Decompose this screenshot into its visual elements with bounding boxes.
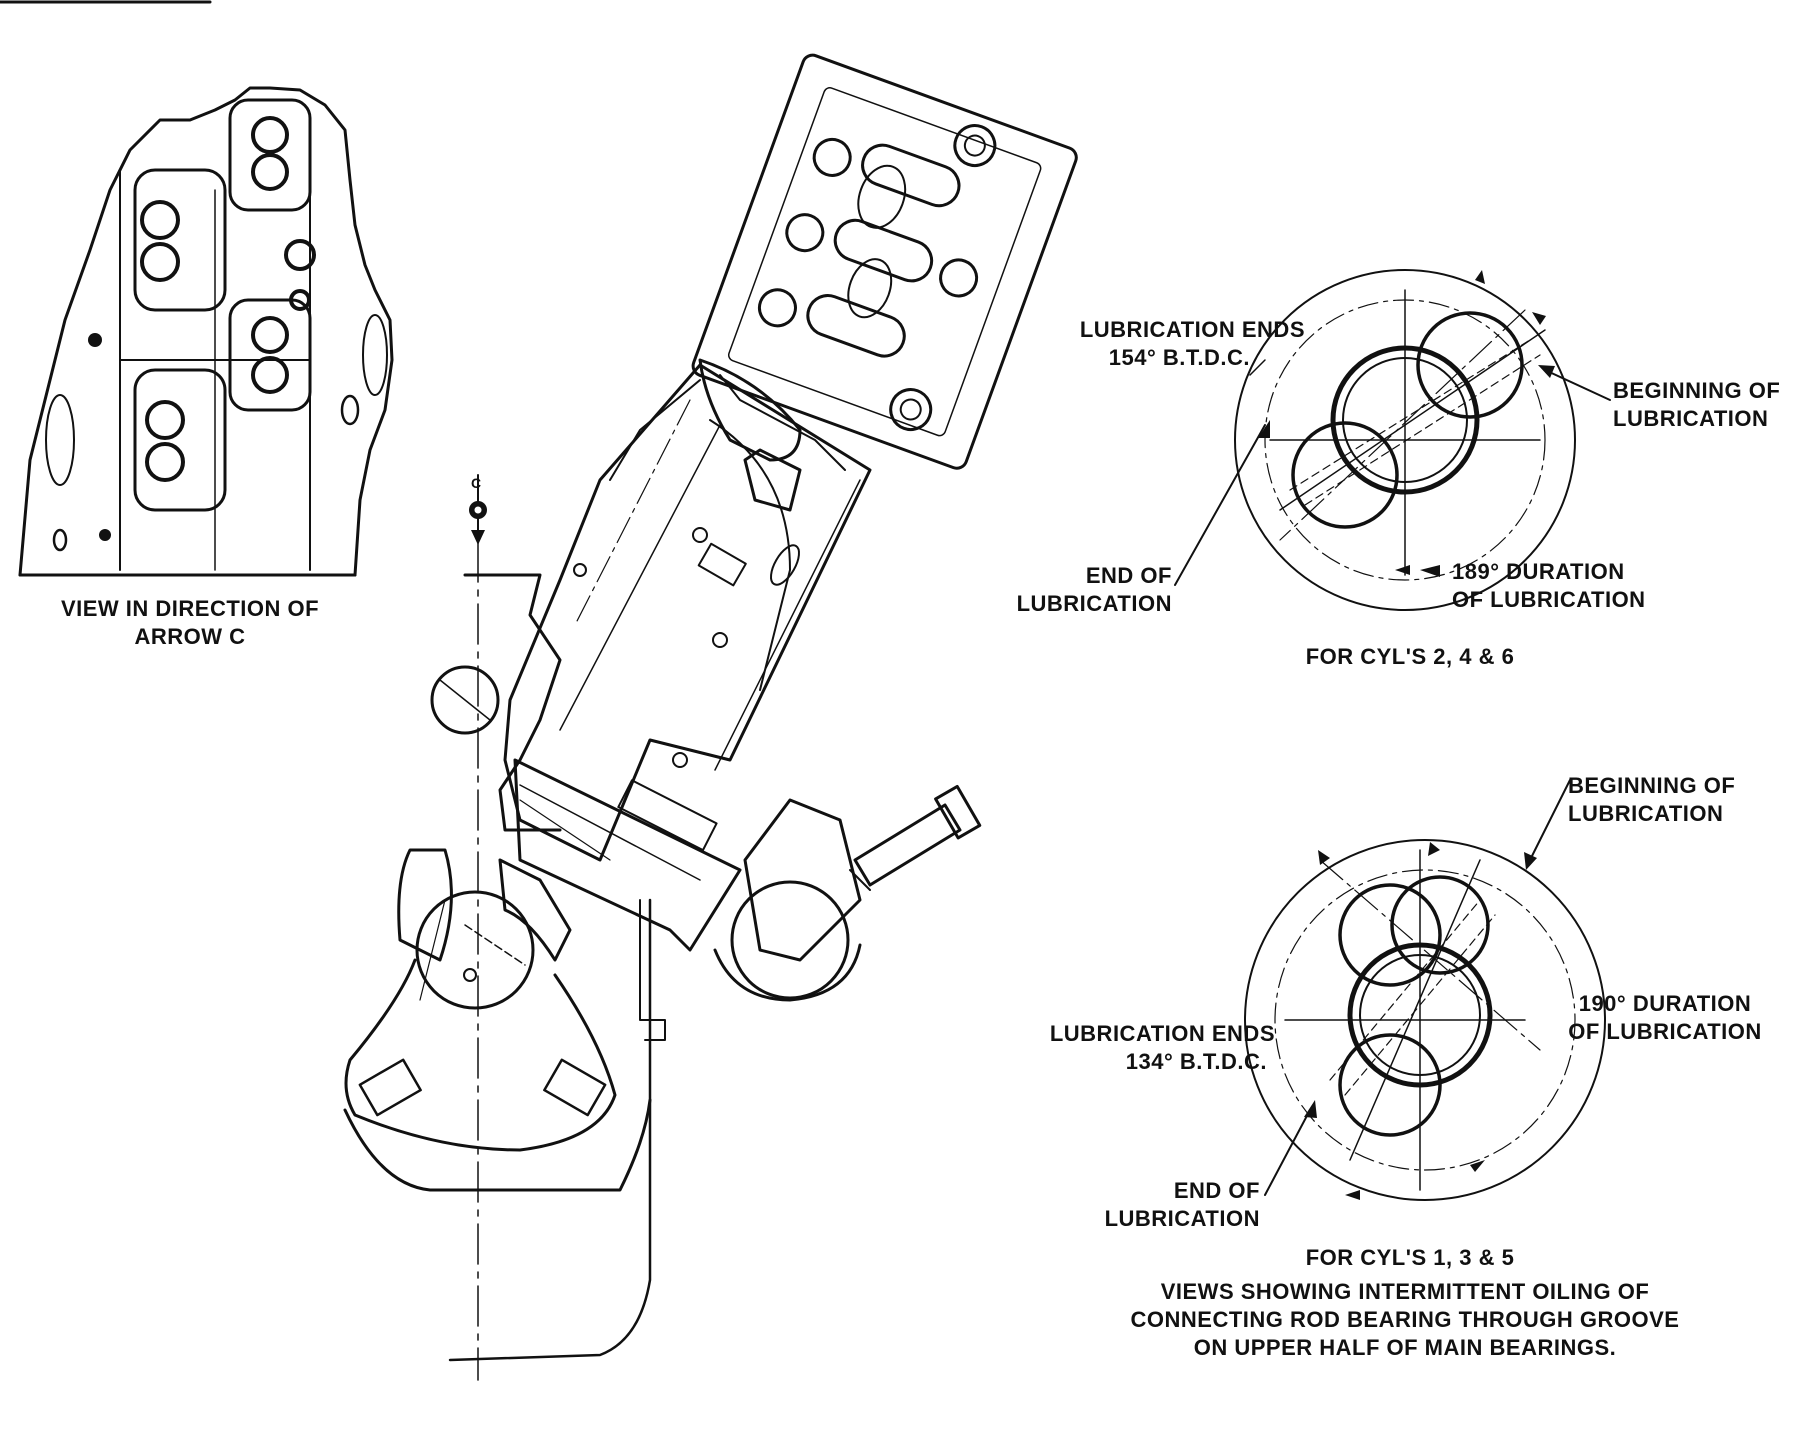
view-caption-line-2: ARROW C — [134, 624, 246, 649]
upper-duration-label: 189° DURATION OF LUBRICATION — [1452, 558, 1646, 614]
upper-end-line-2: LUBRICATION — [1016, 591, 1172, 616]
lower-duration-line-2: OF LUBRICATION — [1568, 1019, 1762, 1044]
lower-lubrication-ends-line-1: LUBRICATION ENDS — [1049, 1021, 1275, 1046]
upper-lubrication-ends-line-1: LUBRICATION ENDS — [1079, 317, 1305, 342]
lower-lubrication-ends-line-2: 134° B.T.D.C. — [1125, 1049, 1267, 1074]
engine-cross-section: C — [343, 53, 1078, 1381]
lower-duration-line-1: 190° DURATION — [1578, 991, 1752, 1016]
lower-beginning-label: BEGINNING OF LUBRICATION — [1568, 772, 1735, 828]
upper-beginning-label: BEGINNING OF LUBRICATION — [1613, 377, 1780, 433]
bearing-detail-lower — [1244, 779, 1606, 1201]
upper-lubrication-ends-line-2: 154° B.T.D.C. — [1108, 345, 1250, 370]
upper-end-line-1: END OF — [1085, 563, 1172, 588]
upper-caption: FOR CYL'S 2, 4 & 6 — [1240, 643, 1580, 671]
view-caption: VIEW IN DIRECTION OF ARROW C — [40, 595, 340, 651]
footer-caption-line-3: ON UPPER HALF OF MAIN BEARINGS. — [1193, 1335, 1617, 1360]
upper-lubrication-ends-label: LUBRICATION ENDS 154° B.T.D.C. — [1030, 316, 1305, 372]
lower-caption-text: FOR CYL'S 1, 3 & 5 — [1305, 1245, 1515, 1270]
view-caption-line-1: VIEW IN DIRECTION OF — [60, 596, 320, 621]
lower-lubrication-ends-label: LUBRICATION ENDS 134° B.T.D.C. — [1000, 1020, 1275, 1076]
upper-duration-line-2: OF LUBRICATION — [1452, 587, 1646, 612]
bearing-detail-upper — [1174, 269, 1611, 611]
lower-end-line-1: END OF — [1173, 1178, 1260, 1203]
arrow-letter: C — [471, 475, 481, 491]
upper-beginning-line-2: LUBRICATION — [1613, 406, 1769, 431]
lower-end-label: END OF LUBRICATION — [1050, 1177, 1260, 1233]
footer-caption: VIEWS SHOWING INTERMITTENT OILING OF CON… — [1060, 1278, 1750, 1362]
upper-end-label: END OF LUBRICATION — [960, 562, 1172, 618]
upper-caption-text: FOR CYL'S 2, 4 & 6 — [1305, 644, 1515, 669]
cylinder-head-view — [18, 86, 394, 577]
upper-duration-line-1: 189° DURATION — [1452, 559, 1625, 584]
upper-beginning-line-1: BEGINNING OF — [1613, 378, 1781, 403]
footer-caption-line-1: VIEWS SHOWING INTERMITTENT OILING OF — [1160, 1279, 1650, 1304]
lower-end-line-2: LUBRICATION — [1104, 1206, 1260, 1231]
lower-beginning-line-2: LUBRICATION — [1568, 801, 1724, 826]
lower-caption: FOR CYL'S 1, 3 & 5 — [1240, 1244, 1580, 1272]
lower-beginning-line-1: BEGINNING OF — [1568, 773, 1736, 798]
arrow-c-marker: C — [469, 474, 487, 545]
footer-caption-line-2: CONNECTING ROD BEARING THROUGH GROOVE — [1130, 1307, 1680, 1332]
lower-duration-label: 190° DURATION OF LUBRICATION — [1555, 990, 1775, 1046]
